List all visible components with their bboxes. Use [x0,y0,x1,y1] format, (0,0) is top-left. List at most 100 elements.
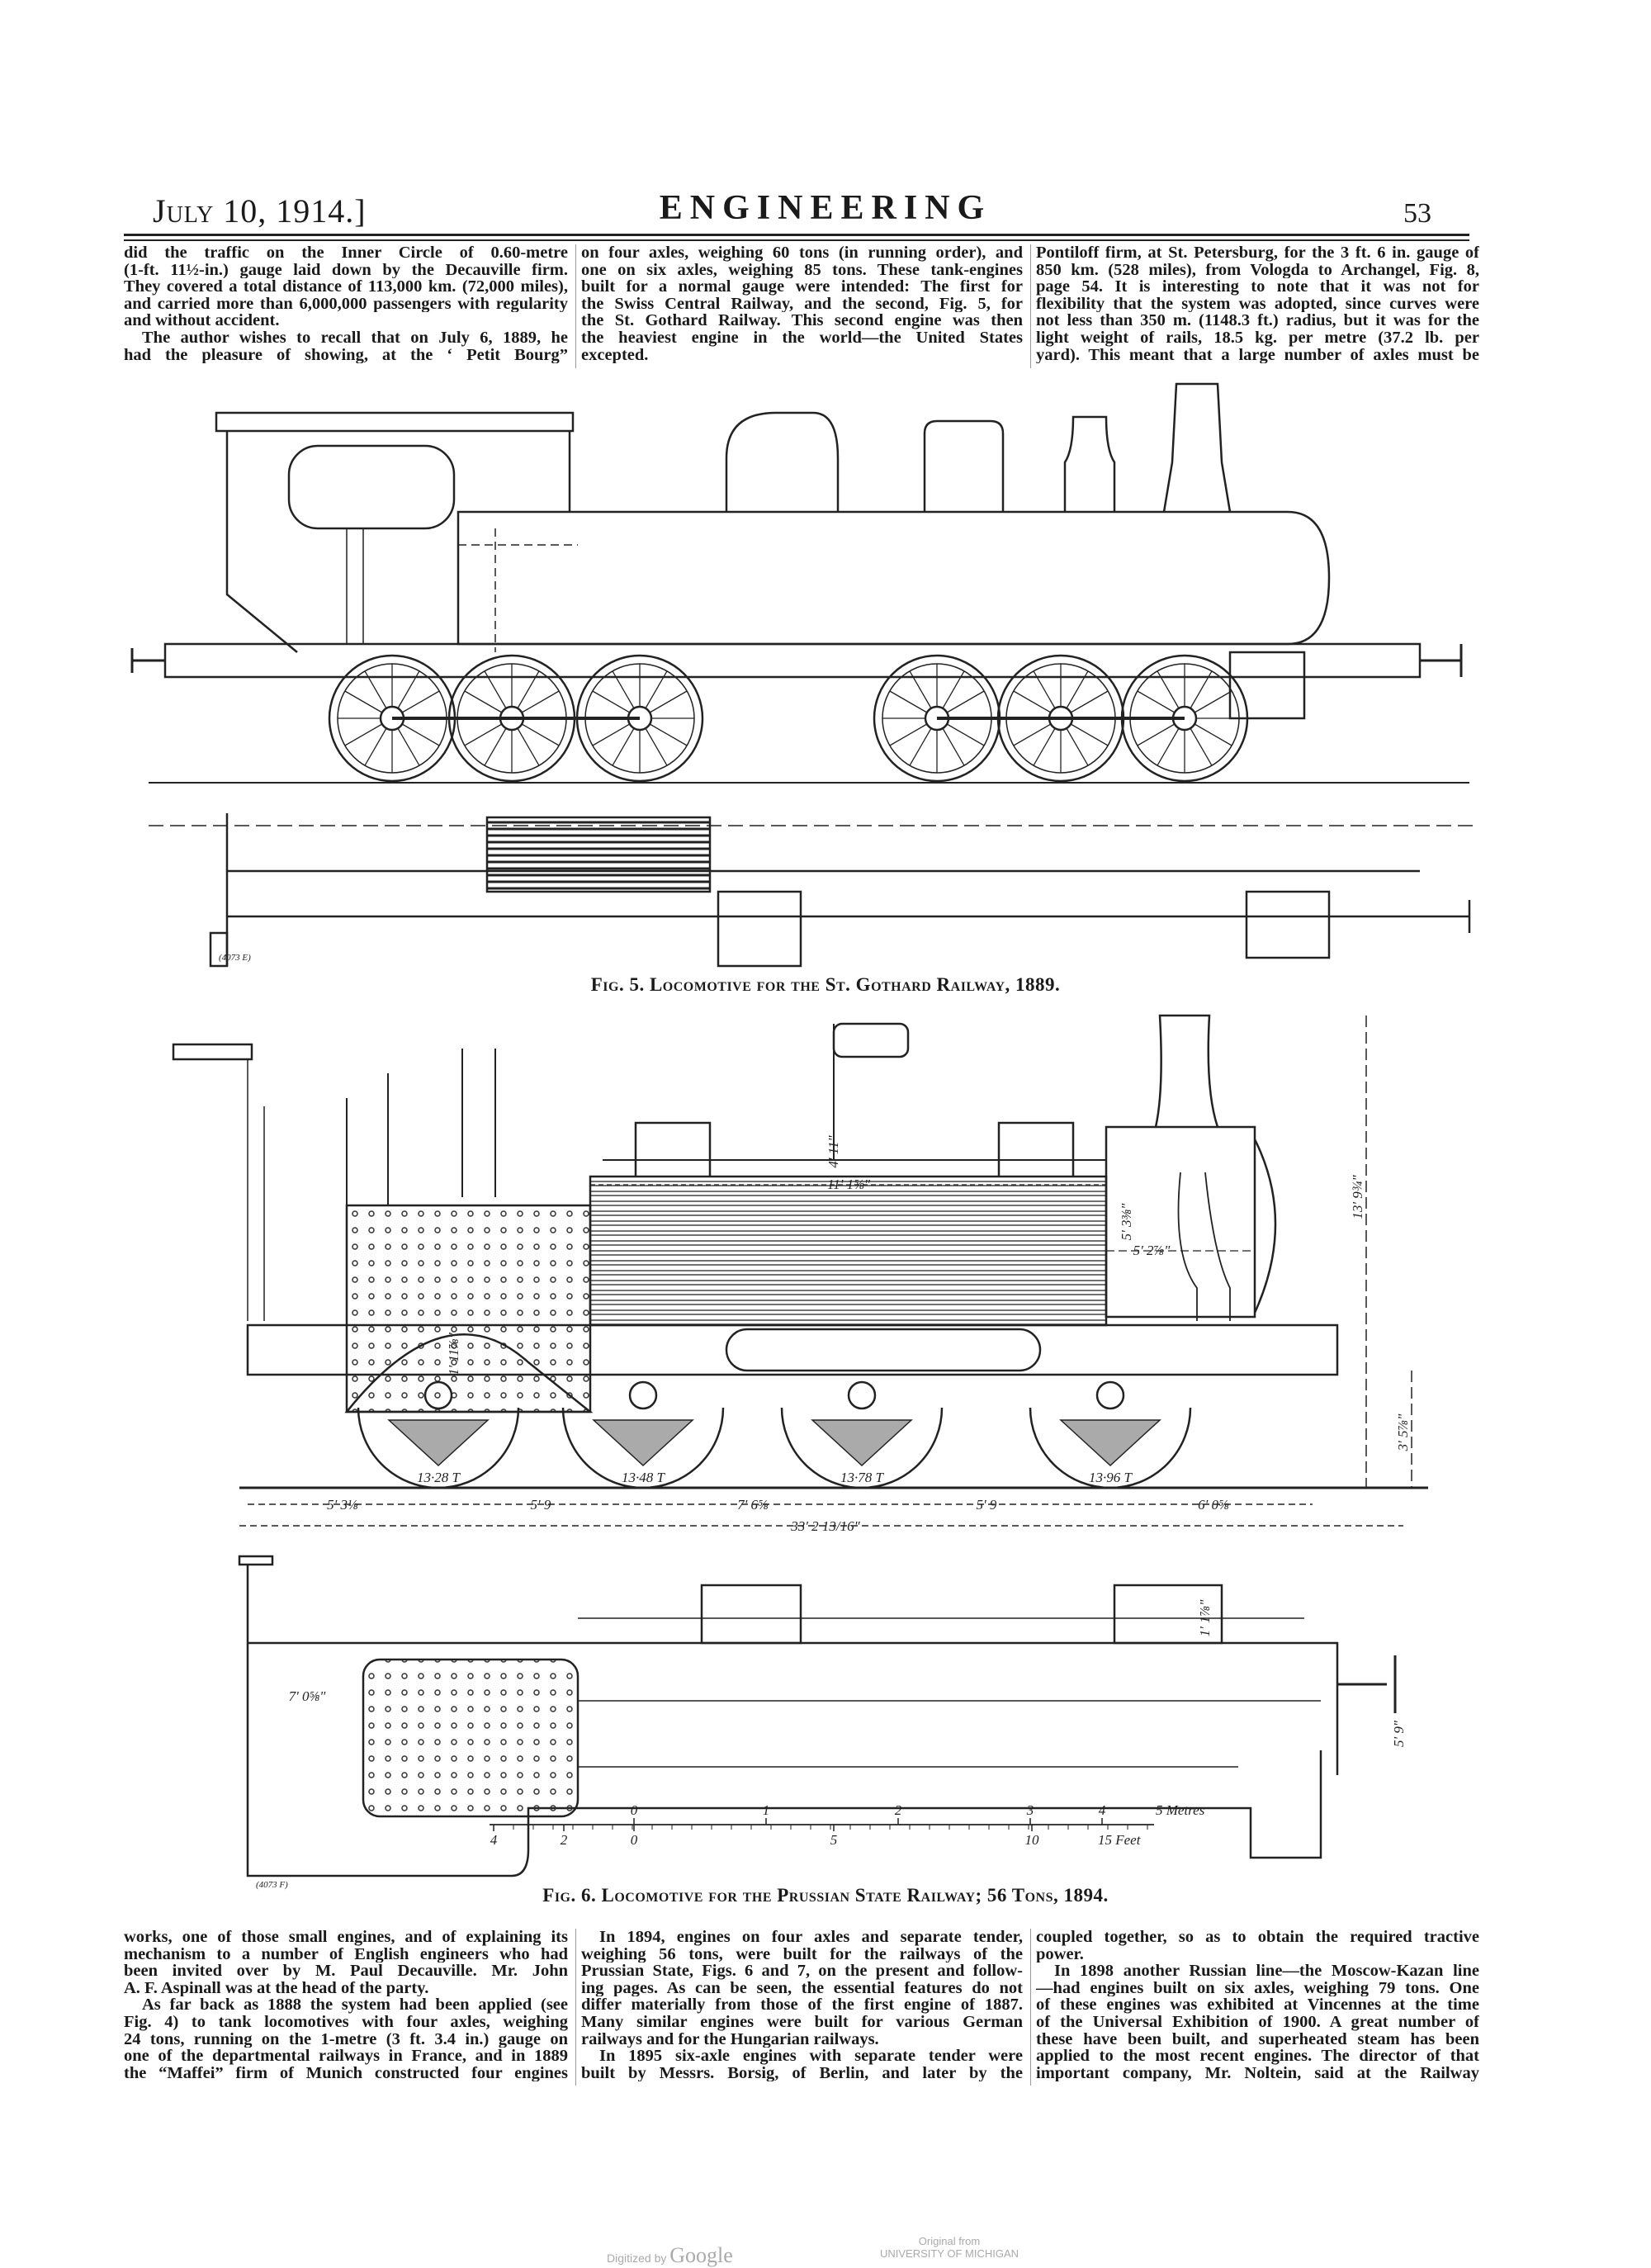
fig6-caption: Fig. 6. Locomotive for the Prussian Stat… [542,1885,1109,1906]
firebox-plan [485,816,712,893]
safety-valve [1063,415,1116,512]
text-line: page 54. It is interesting to note that … [1036,278,1479,296]
text-line: ing pages. As can be seen, the essential… [581,1979,1023,1997]
text-line: of the Universal Exhibition of 1900. A g… [1036,2013,1479,2031]
plan-coupler [1337,1655,1397,1713]
header-rule-thin [124,239,1469,241]
text-line: did the traffic on the Inner Circle of 0… [124,244,568,262]
text-line: and carried more than 6,000,000 passenge… [124,295,568,313]
scale-feet-tick: 10 [1025,1832,1040,1848]
plan-frame [246,1565,1339,1877]
scale-feet-tick: 0 [631,1832,638,1848]
text-line: these have been built, and superheated s… [1036,2030,1479,2048]
page-number: 53 [1403,198,1431,229]
bottom-column-3: coupled together, so as to obtain the re… [1036,1929,1479,2081]
scale-feet-tick: 5 [830,1832,838,1848]
text-line: Many similar engines were built for vari… [581,2013,1023,2031]
text-line: the Swiss Central Railway, and the secon… [581,295,1023,313]
scale-metres-tick: 2 [895,1802,902,1818]
plan-cylinder-left [700,1584,802,1645]
wheelbase-label: 6' 0⅝ [1198,1497,1229,1513]
wheel-load-label: 13·48 T [622,1470,666,1485]
dome-height-label: 4' 11" [826,1135,841,1168]
text-line: light weight of rails, 18.5 kg. per metr… [1036,329,1479,347]
buffer-height-label: 3' 5⅞" [1395,1413,1411,1452]
text-line: Pontiloff firm, at St. Petersburg, for t… [1036,244,1479,262]
top-column-2: on four axles, weighing 60 tons (in runn… [581,244,1023,363]
column-divider [575,1929,576,2086]
scale-feet-tick: 4 [490,1832,498,1848]
axle [847,1380,877,1410]
text-line: one on six axles, weighing 85 tons. Thes… [581,261,1023,279]
firebox-radius-label: 1' 11⅞" [446,1332,461,1375]
fittings [346,1049,496,1205]
fig5-wheels [328,654,1249,783]
cab-platform [172,1043,253,1061]
cab-window [287,444,456,530]
wheelbase-label: 7' 6⅝ [737,1497,769,1513]
column-divider [1030,244,1031,368]
scale-feet-tick: 2 [561,1832,568,1848]
fig5-side-elevation [130,382,1469,784]
smokebox-length-label: 5' 2⅞" [1133,1243,1171,1258]
column-divider [575,244,576,368]
text-line: As far back as 1888 the system had been … [142,1996,568,2014]
hidden-lines [458,528,578,652]
steam-pipe [603,1024,1106,1161]
smokebox [1105,1125,1256,1319]
boiler-tubes [589,1175,1108,1327]
text-line: In 1898 another Russian line—the Moscow-… [1054,1963,1479,1980]
plan-handle [238,1555,274,1566]
text-line: The author wishes to recall that on July… [142,329,568,347]
frame [246,1323,1339,1376]
text-line: (1-ft. 11½-in.) gauge laid down by the D… [124,261,568,279]
plan-firebox [362,1658,580,1818]
text-line: works, one of those small engines, and o… [124,1929,568,1946]
text-line: had the pleasure of showing, at the ‘ Pe… [124,346,568,364]
text-line: 850 km. (528 miles), from Vologda to Arc… [1036,261,1479,279]
text-line: coupled together, so as to obtain the re… [1036,1929,1479,1946]
buffers [130,644,1463,677]
smokebox-door [1253,1139,1277,1314]
bottom-column-2: In 1894, engines on four axles and separ… [581,1929,1023,2081]
text-line: 24 tons, running on the 1-metre (3 ft. 3… [124,2030,568,2048]
text-line: In 1895 six-axle engines with separate t… [599,2048,1023,2065]
text-line: of these engines was exhibited at Vincen… [1036,1996,1479,2014]
cab-roof [215,411,575,433]
text-line: Prussian State, Figs. 6 and 7, on the pr… [581,1963,1023,1980]
smokebox-height-label: 5' 3⅜" [1119,1203,1134,1241]
axle [628,1380,658,1410]
wheelbase-label: 5' 9 [531,1497,551,1513]
scale-metres-tick: 0 [631,1802,638,1818]
text-line: built for a normal gauge were intended: … [581,278,1023,296]
domes [634,1121,1075,1177]
top-column-3: Pontiloff firm, at St. Petersburg, for t… [1036,244,1479,363]
text-line: not less than 350 m. (1148.3 ft.) radius… [1036,312,1479,329]
original-source-label: Original from UNIVERSITY OF MICHIGAN [826,2235,1073,2260]
text-line: flexibility that the system was adopted,… [1036,295,1479,313]
university-name: UNIVERSITY OF MICHIGAN [879,2247,1019,2260]
scale-feet-label: 15 Feet [1098,1832,1142,1848]
header-rule [124,234,1469,236]
wheel-load-label: 13·28 T [417,1470,461,1485]
text-line: the heaviest engine in the world—the Uni… [581,329,1023,347]
plan-cylinder [1245,890,1331,959]
text-line: excepted. [581,346,649,364]
chimney [1162,382,1232,513]
text-line: mechanism to a number of English enginee… [124,1945,568,1963]
fig5-caption: Fig. 5. Locomotive for the St. Gothard R… [590,974,1061,995]
fig5-locomotive-drawing: (4073 E) [130,382,1478,968]
plan-frame [225,813,1420,966]
text-line: been invited over by M. Paul Decauville.… [124,1963,568,1980]
frame-width-label: 5' 9" [1391,1720,1407,1747]
frame [163,642,1422,679]
wheel-load-label: 13·78 T [840,1470,885,1485]
scale-metres-tick: 4 [1099,1802,1106,1818]
ashpan [344,1333,594,1413]
column-divider [1030,1929,1031,2086]
text-line: Fig. 4) to tank locomotives with four ax… [124,2013,568,2031]
original-from: Original from [918,2235,981,2247]
